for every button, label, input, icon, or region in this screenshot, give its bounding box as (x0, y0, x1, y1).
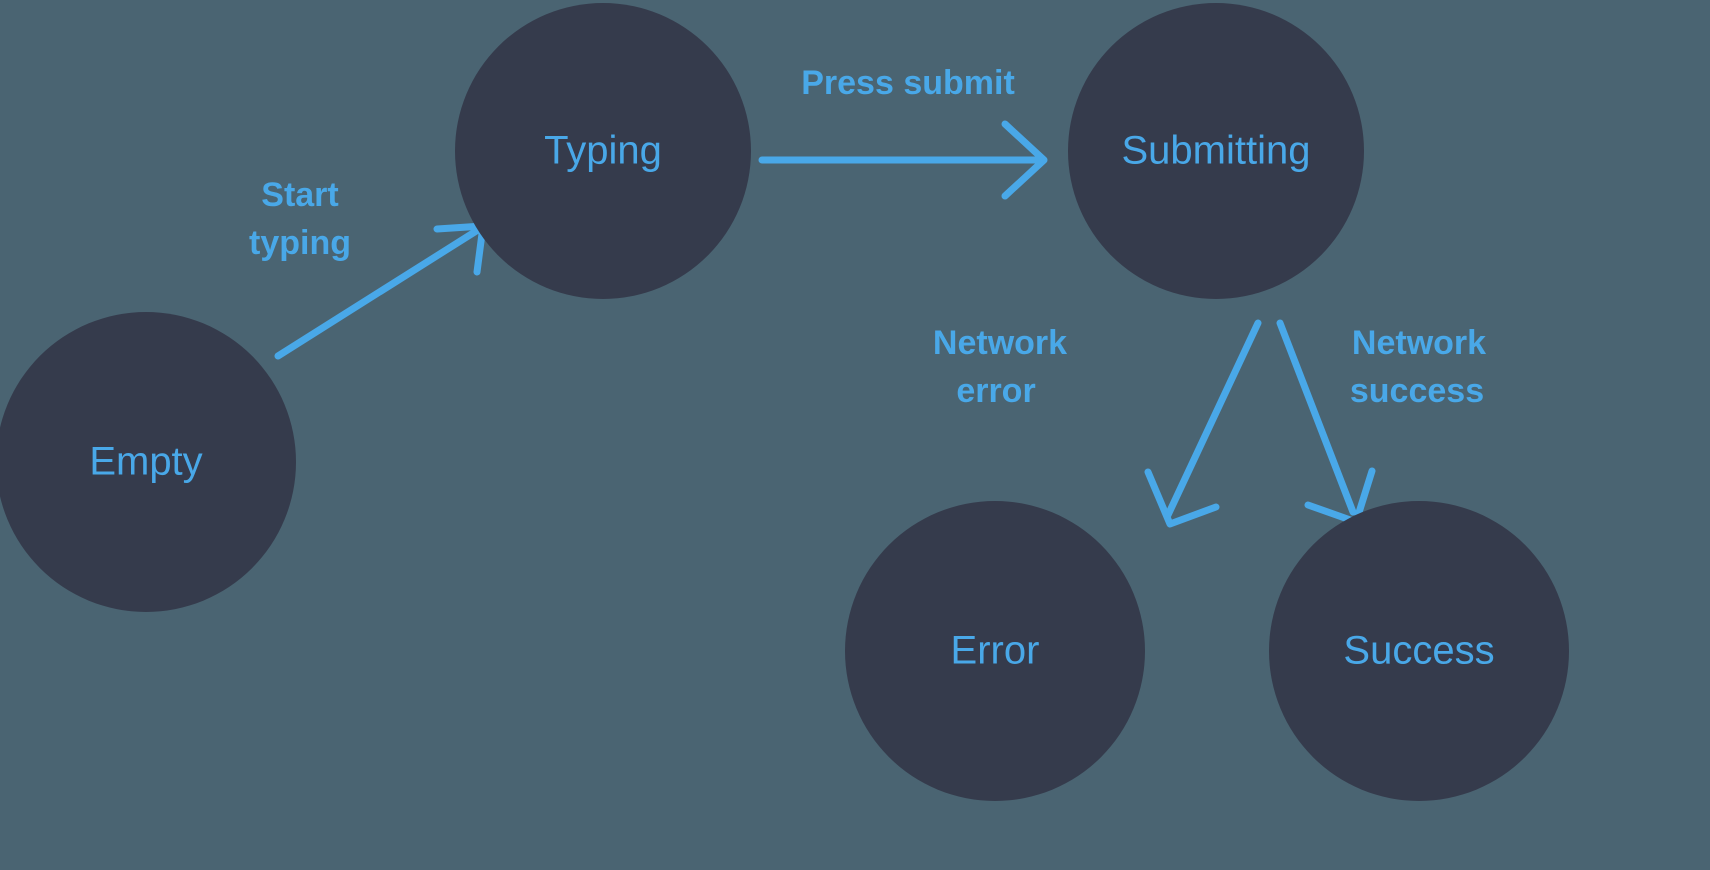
edge-typing-to-submitting[interactable] (758, 120, 1048, 200)
edge-typing-to-submitting-arrowhead (1001, 120, 1048, 200)
edge-empty-to-typing-line (274, 224, 485, 360)
edge-label-start-typing-line1: Start (261, 176, 338, 214)
edge-label-network-success-line1: Network (1352, 324, 1486, 362)
node-empty-circle (0, 312, 296, 612)
node-typing-label: Typing (544, 129, 662, 173)
edge-submitting-to-error-line (1164, 319, 1262, 519)
edge-submitting-to-success-line (1276, 319, 1357, 516)
edge-submitting-to-error-arrowhead (1144, 468, 1220, 528)
edge-label-network-success: Network success (1350, 324, 1486, 410)
edge-label-press-submit: Press submit (801, 64, 1015, 102)
edge-submitting-to-error[interactable] (1144, 319, 1262, 528)
edge-label-network-error: Network error (933, 324, 1067, 410)
node-success[interactable]: Success (1269, 501, 1569, 801)
node-error-label: Error (951, 629, 1040, 673)
edge-label-network-error-line2: error (956, 372, 1035, 410)
node-typing[interactable]: Typing (455, 3, 751, 299)
node-error[interactable]: Error (845, 501, 1145, 801)
edge-label-start-typing-line2: typing (249, 224, 351, 262)
node-submitting-circle (1068, 3, 1364, 299)
node-success-circle (1269, 501, 1569, 801)
node-success-label: Success (1343, 629, 1494, 673)
node-empty-label: Empty (89, 440, 202, 484)
node-submitting-label: Submitting (1122, 129, 1311, 173)
node-error-circle (845, 501, 1145, 801)
edge-label-start-typing: Start typing (249, 176, 351, 262)
node-submitting[interactable]: Submitting (1068, 3, 1364, 299)
node-empty[interactable]: Empty (0, 312, 296, 612)
edge-label-press-submit-line1: Press submit (801, 64, 1015, 102)
edge-label-network-error-line1: Network (933, 324, 1067, 362)
edge-label-network-success-line2: success (1350, 372, 1484, 410)
node-typing-circle (455, 3, 751, 299)
